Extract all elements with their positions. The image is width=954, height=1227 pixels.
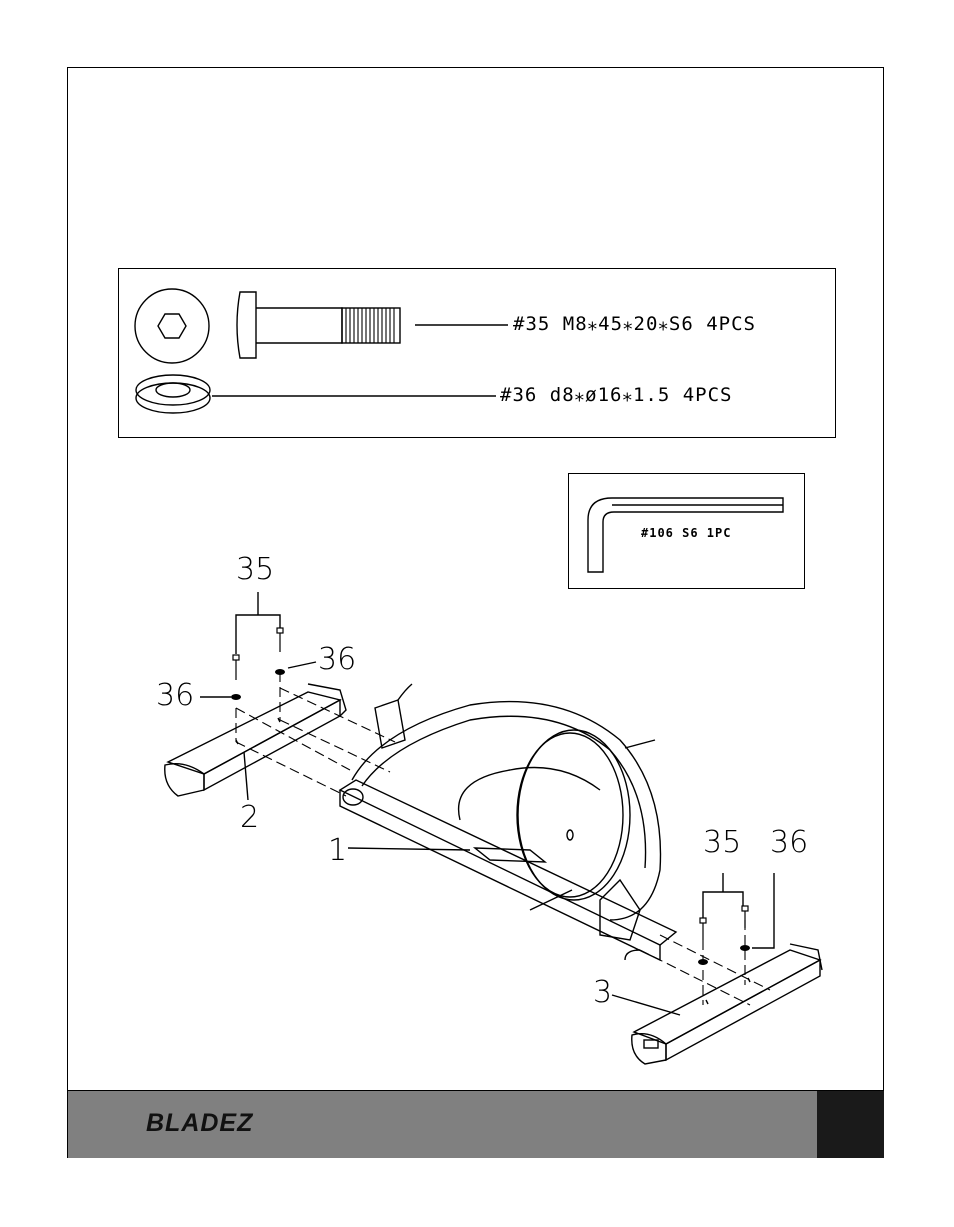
callout-main-frame: 1 bbox=[328, 833, 348, 868]
callout-front-washer-left: 36 bbox=[156, 678, 195, 713]
brand-logo: BLADEZ bbox=[146, 1109, 254, 1137]
flat-washer-icon bbox=[135, 374, 211, 414]
callout-rear-bolt: 35 bbox=[703, 825, 742, 860]
callout-rear-washer: 36 bbox=[770, 825, 809, 860]
callout-rear-stabilizer: 3 bbox=[593, 975, 613, 1010]
tool-box bbox=[568, 473, 805, 589]
washer-spec-label: #36 d8⁎ø16⁎1.5 4PCS bbox=[500, 384, 733, 406]
hex-bolt-head-icon bbox=[134, 288, 210, 364]
callout-front-stabilizer: 2 bbox=[240, 800, 260, 835]
hex-bolt-icon bbox=[236, 291, 401, 359]
rear-stabilizer-drawing bbox=[624, 943, 823, 1065]
page-number-block bbox=[817, 1091, 884, 1158]
page-footer: BLADEZ bbox=[68, 1090, 884, 1158]
callout-front-bolt: 35 bbox=[236, 552, 275, 587]
main-frame-drawing bbox=[338, 683, 678, 962]
callout-front-washer-right: 36 bbox=[318, 642, 357, 677]
wrench-spec-label: #106 S6 1PC bbox=[641, 526, 732, 540]
bolt-spec-label: #35 M8⁎45⁎20⁎S6 4PCS bbox=[513, 313, 756, 335]
allen-wrench-icon bbox=[587, 497, 784, 573]
hardware-parts-box bbox=[118, 268, 836, 438]
